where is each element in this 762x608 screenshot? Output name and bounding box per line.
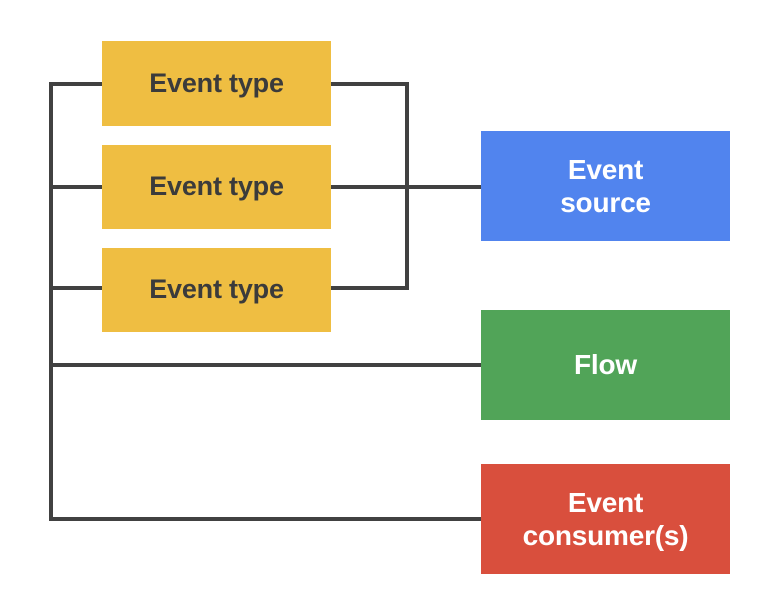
node-event-source[interactable]: Event source	[481, 131, 730, 241]
node-flow[interactable]: Flow	[481, 310, 730, 420]
node-label: Event source	[560, 153, 651, 218]
node-label: Event type	[149, 171, 284, 202]
node-label: Event consumer(s)	[522, 486, 689, 551]
node-event-type-2[interactable]: Event type	[102, 145, 331, 229]
node-event-type-1[interactable]: Event type	[102, 41, 331, 126]
node-label: Flow	[574, 349, 637, 381]
node-label: Event type	[149, 67, 284, 98]
node-event-type-3[interactable]: Event type	[102, 248, 331, 332]
node-event-consumer[interactable]: Event consumer(s)	[481, 464, 730, 574]
node-label: Event type	[149, 274, 284, 305]
